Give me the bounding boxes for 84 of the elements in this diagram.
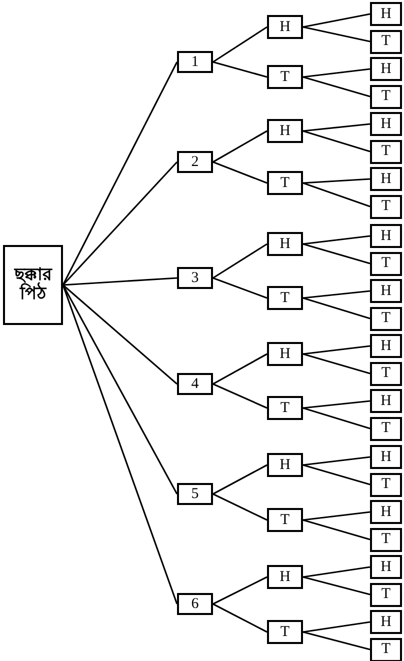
connector-line: [302, 68, 370, 78]
connector-line: [212, 383, 268, 409]
connector-line: [62, 161, 178, 286]
connector-line: [212, 353, 268, 385]
coin-outcome-box: H: [267, 342, 303, 366]
coin-outcome-box: H: [370, 279, 402, 303]
connector-line: [302, 297, 370, 320]
connector-line: [302, 345, 370, 355]
connector-line: [62, 62, 178, 286]
coin-outcome-box: H: [370, 224, 402, 248]
connector-line: [302, 243, 370, 264]
coin-outcome-box: T: [267, 508, 303, 532]
coin-outcome-box: T: [267, 286, 303, 310]
coin-outcome-box: H: [267, 565, 303, 589]
coin-outcome-box: T: [370, 140, 402, 164]
connector-line: [302, 178, 370, 184]
coin-outcome-box: H: [267, 119, 303, 143]
connector-line: [62, 284, 178, 494]
connector-line: [302, 631, 370, 650]
die-face-box: 3: [177, 267, 213, 289]
connector-line: [212, 576, 268, 605]
coin-outcome-box: H: [267, 453, 303, 477]
connector-line: [212, 464, 268, 495]
coin-outcome-box: H: [370, 112, 402, 136]
connector-line: [302, 456, 370, 466]
coin-outcome-box: H: [370, 2, 402, 26]
coin-outcome-box: T: [370, 252, 402, 276]
coin-outcome-box: H: [370, 57, 402, 81]
connector-line: [212, 243, 268, 279]
connector-line: [302, 407, 370, 430]
coin-outcome-box: T: [370, 416, 402, 440]
connector-line: [302, 235, 370, 245]
connector-line: [212, 603, 268, 633]
connector-line: [212, 161, 268, 184]
connector-line: [302, 519, 370, 540]
connector-line: [62, 284, 178, 385]
coin-outcome-box: H: [370, 334, 402, 358]
connector-line: [302, 353, 370, 374]
coin-outcome-box: T: [370, 306, 402, 330]
connector-line: [302, 400, 370, 409]
connector-line: [302, 464, 370, 486]
die-face-box: 4: [177, 373, 213, 395]
coin-outcome-box: T: [370, 84, 402, 108]
connector-line: [302, 576, 370, 596]
connector-line: [62, 277, 178, 286]
coin-outcome-box: H: [370, 167, 402, 191]
connector-line: [302, 123, 370, 132]
connector-line: [302, 511, 370, 521]
connector-line: [302, 130, 370, 152]
coin-outcome-box: T: [267, 620, 303, 644]
die-face-box: 6: [177, 593, 213, 615]
connector-line: [302, 621, 370, 633]
connector-line: [212, 61, 268, 78]
coin-outcome-box: T: [267, 171, 303, 195]
coin-outcome-box: T: [370, 472, 402, 496]
coin-outcome-box: H: [370, 445, 402, 469]
coin-outcome-box: H: [267, 15, 303, 39]
connector-line: [302, 26, 370, 42]
die-face-box: 1: [177, 51, 213, 73]
die-face-box: 5: [177, 483, 213, 505]
root-box: ছক্কার পিঠ: [3, 245, 63, 325]
connector-line: [302, 76, 370, 98]
coin-outcome-box: T: [267, 65, 303, 89]
connector-line: [302, 182, 370, 208]
connector-line: [212, 130, 268, 163]
coin-outcome-box: T: [370, 582, 402, 606]
coin-outcome-box: T: [370, 194, 402, 218]
connector-line: [212, 493, 268, 521]
coin-outcome-box: T: [267, 396, 303, 420]
coin-outcome-box: T: [370, 528, 402, 552]
connector-line: [302, 566, 370, 578]
coin-outcome-box: T: [370, 30, 402, 54]
coin-outcome-box: H: [370, 389, 402, 413]
connector-line: [212, 26, 268, 63]
coin-outcome-box: T: [370, 362, 402, 386]
coin-outcome-box: T: [370, 638, 402, 661]
connector-line: [212, 277, 268, 299]
connector-line: [302, 290, 370, 299]
coin-outcome-box: H: [370, 500, 402, 524]
coin-outcome-box: H: [267, 232, 303, 256]
die-face-box: 2: [177, 151, 213, 173]
coin-outcome-box: H: [370, 555, 402, 579]
connector-line: [302, 13, 370, 28]
coin-outcome-box: H: [370, 610, 402, 634]
